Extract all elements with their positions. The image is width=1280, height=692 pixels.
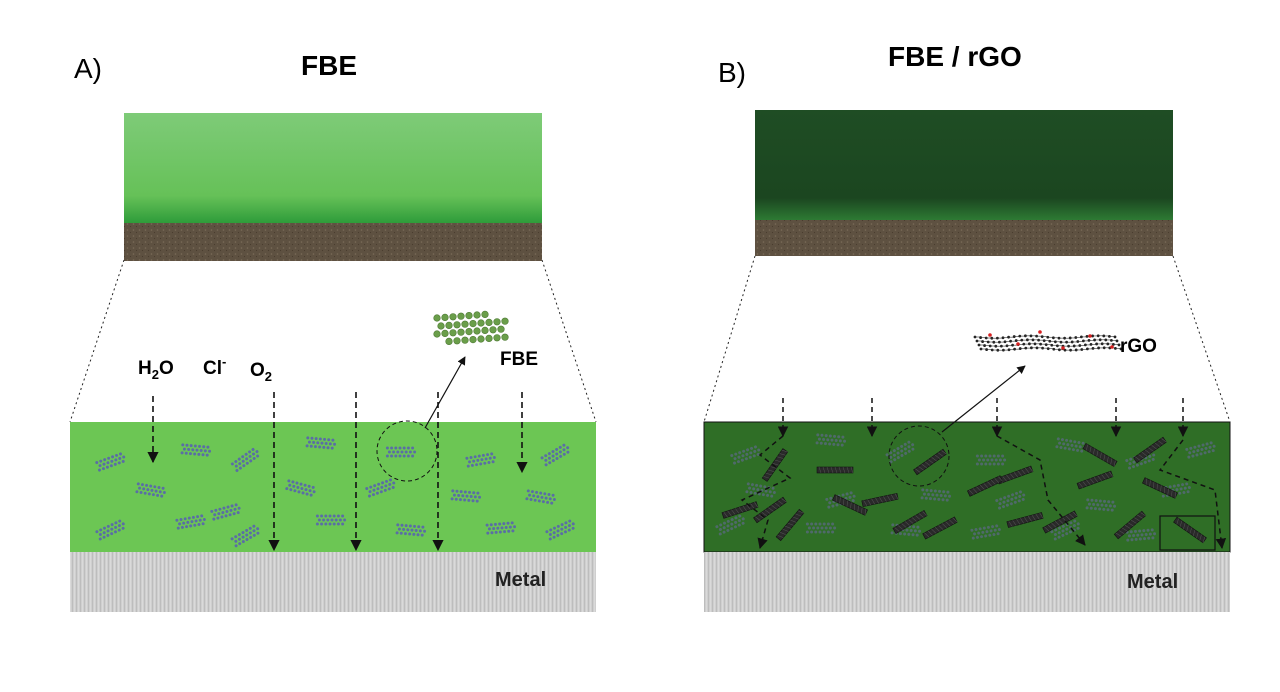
- fbe-particle: [815, 433, 847, 447]
- fbe-particle: [730, 445, 761, 465]
- panel-a-substrate-photo: [124, 223, 542, 261]
- rgo-sheet-icon: [973, 330, 1123, 352]
- fbe-particle: [715, 514, 745, 536]
- panel-a-metal-label: Metal: [495, 569, 546, 591]
- panel-b-coating-layer: [703, 421, 1231, 553]
- rgo-flake: [816, 466, 854, 474]
- fbe-particle: [745, 482, 776, 498]
- oxygen-label: O2: [250, 360, 272, 384]
- fbe-particle: [450, 489, 482, 503]
- fbe-particle: [385, 446, 417, 458]
- fbe-molecule-icon: [433, 310, 509, 346]
- rgo-flake: [1133, 436, 1167, 464]
- rgo-flake: [1173, 516, 1207, 544]
- fbe-particle: [230, 447, 260, 473]
- panel-b-label: B): [718, 57, 746, 88]
- rgo-flake: [1113, 510, 1147, 540]
- fbe-particle: [395, 523, 427, 537]
- rgo-flake: [861, 492, 899, 508]
- fbe-particle: [285, 479, 316, 497]
- rgo-flake: [1076, 470, 1114, 490]
- panel-a-label: A): [74, 53, 102, 84]
- rgo-flake: [1006, 512, 1044, 528]
- panel-b-metal-label: Metal: [1127, 571, 1178, 593]
- water-label: H2O: [138, 358, 174, 382]
- panel-b-title: FBE / rGO: [888, 41, 1022, 72]
- panel-b-detail-box: [1159, 515, 1216, 551]
- fbe-particle: [920, 488, 952, 502]
- fbe-particle: [305, 436, 337, 450]
- rgo-flake: [775, 508, 805, 542]
- zoom-line: [69, 259, 125, 423]
- panel-a-metal-layer: [70, 552, 596, 612]
- fbe-particle: [1185, 441, 1216, 459]
- zoom-line: [703, 255, 756, 423]
- fbe-particle: [180, 443, 212, 457]
- rgo-flake: [967, 475, 1003, 497]
- fbe-particle: [175, 514, 206, 530]
- tortuous-path: [996, 435, 1086, 546]
- panel-a-callout-arrow: [424, 356, 466, 429]
- rgo-flake: [832, 494, 868, 516]
- fbe-particle: [995, 490, 1026, 510]
- panel-a-coating-photo: [124, 113, 542, 223]
- fbe-particle: [210, 503, 241, 521]
- panel-b-diffusion-arrows: [740, 398, 1227, 550]
- panel-a-diffusion-arrows: [147, 392, 528, 552]
- fbe-particle: [485, 521, 517, 535]
- fbe-particle: [805, 522, 837, 534]
- rgo-flake: [1042, 510, 1078, 534]
- panel-b-zoom-circle: [888, 425, 950, 487]
- fbe-particle: [365, 478, 396, 498]
- fbe-particle: [230, 524, 260, 548]
- rgo-flake: [892, 509, 928, 535]
- fbe-particle: [1085, 498, 1117, 512]
- panel-a-fbe-particles: [95, 436, 575, 548]
- zoom-line: [541, 259, 597, 423]
- chloride-label: Cl-: [203, 354, 226, 379]
- fbe-particle: [975, 454, 1007, 466]
- panel-a-zoom-circle: [376, 420, 438, 482]
- rgo-flake: [761, 448, 789, 482]
- fbe-particle: [540, 443, 570, 467]
- fbe-particle: [525, 489, 556, 505]
- fbe-particle: [1050, 519, 1080, 541]
- fbe-particle: [545, 519, 575, 541]
- rgo-flake: [1082, 442, 1118, 468]
- zoom-line: [1172, 255, 1231, 423]
- fbe-particle: [465, 452, 496, 468]
- panel-a-title: FBE: [301, 50, 357, 81]
- tortuous-path: [740, 435, 792, 550]
- fbe-particle: [95, 519, 125, 541]
- fbe-particle: [970, 524, 1001, 540]
- fbe-particle: [885, 440, 915, 464]
- panel-b-coating-photo: [755, 110, 1173, 220]
- panel-b-callout-arrow: [941, 365, 1026, 433]
- tortuous-path: [1158, 439, 1227, 550]
- rgo-flake: [913, 448, 947, 476]
- panel-b-particle-label: rGO: [1120, 336, 1157, 357]
- rgo-flake: [753, 496, 787, 524]
- panel-b-substrate-photo: [755, 220, 1173, 256]
- fbe-particle: [315, 514, 347, 526]
- fbe-particle: [95, 452, 126, 472]
- panel-b-fbe-particles: [715, 433, 1216, 542]
- rgo-flake: [1142, 477, 1178, 499]
- rgo-flake: [922, 516, 958, 540]
- panel-b-metal-layer: [704, 552, 1230, 612]
- panel-a-particle-label: FBE: [500, 349, 538, 370]
- panel-b-rgo-flakes: [721, 436, 1207, 544]
- fbe-particle: [135, 482, 166, 498]
